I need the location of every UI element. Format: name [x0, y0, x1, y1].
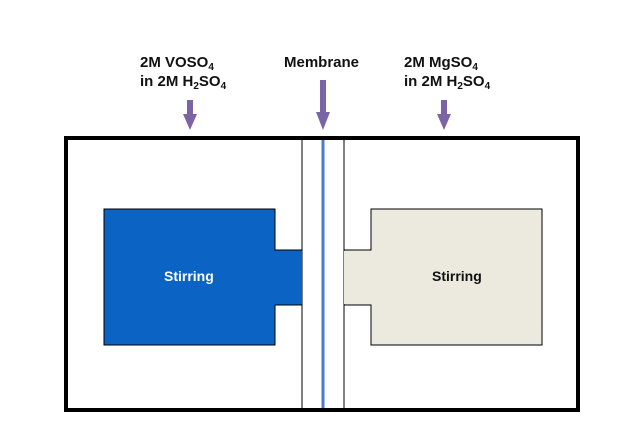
- right-line2-text: in 2M H: [404, 73, 458, 90]
- right-solution-line1: 2M MgSO4: [404, 53, 490, 73]
- left-line1-text: 2M VOSO: [140, 54, 209, 71]
- right-stirring-label: Stirring: [432, 268, 482, 284]
- right-stirrer-outline-fix: [344, 251, 371, 304]
- right-line2-sub2: 4: [484, 81, 491, 92]
- left-solution-arrow: [183, 100, 197, 130]
- right-stirrer-shape: [343, 208, 543, 346]
- right-solution-line2: in 2M H2SO4: [404, 72, 491, 92]
- right-line2-mid: SO: [462, 73, 485, 90]
- right-solution-label: 2M MgSO4 in 2M H2SO4: [404, 53, 491, 92]
- left-solution-line1: 2M VOSO4: [140, 53, 226, 73]
- left-line1-sub: 4: [208, 62, 214, 73]
- left-line2-text: in 2M H: [140, 73, 194, 90]
- left-stirring-label: Stirring: [164, 268, 214, 284]
- membrane-label: Membrane: [284, 54, 360, 71]
- left-line2-sub2: 4: [220, 81, 227, 92]
- left-line2-mid: SO: [198, 73, 221, 90]
- left-stirrer-outline-fix: [276, 251, 302, 304]
- right-line2-sub1: 2: [457, 81, 463, 92]
- right-line1-text: 2M MgSO: [404, 54, 473, 71]
- cell-frame: [64, 136, 580, 412]
- membrane-arrow: [316, 80, 330, 130]
- left-solution-line2: in 2M H2SO4: [140, 72, 227, 92]
- right-line1-sub: 4: [472, 62, 478, 73]
- right-solution-arrow: [437, 100, 451, 130]
- left-solution-label: 2M VOSO4 in 2M H2SO4: [140, 53, 227, 92]
- left-stirrer-shape: [103, 208, 303, 346]
- left-line2-sub1: 2: [193, 81, 199, 92]
